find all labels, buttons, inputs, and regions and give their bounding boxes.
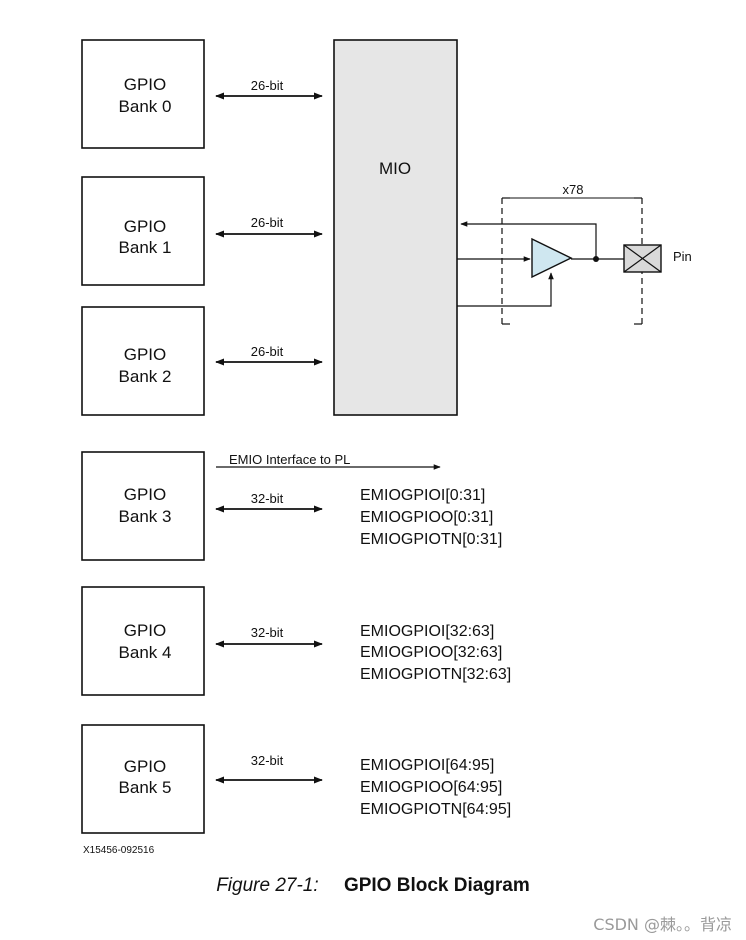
bus-width-label: 32-bit [251, 491, 284, 506]
bus-bank-1: 26-bit [215, 215, 323, 238]
bank-title: GPIO [124, 621, 167, 640]
gpio-bank-2: GPIO Bank 2 [81, 306, 205, 416]
bus-bank-2: 26-bit [215, 344, 323, 366]
bus-width-label: 32-bit [251, 753, 284, 768]
emio-signal: EMIOGPIOO[0:31] [360, 509, 493, 526]
bank-label: Bank 0 [119, 97, 172, 116]
emio-signal: EMIOGPIOO[64:95] [360, 779, 502, 796]
pin-io-cell: x78 Pin [457, 182, 692, 325]
bus-bank-3: 32-bit [215, 491, 323, 513]
watermark: CSDN @棘。。背凉 [593, 915, 732, 934]
figure-caption: Figure 27-1: GPIO Block Diagram [0, 875, 746, 897]
emio-group-1: EMIOGPIOI[32:63] EMIOGPIOO[32:63] EMIOGP… [360, 623, 511, 683]
emio-signal: EMIOGPIOO[32:63] [360, 644, 502, 661]
bank-label: Bank 1 [119, 238, 172, 257]
bank-label: Bank 2 [119, 367, 172, 386]
output-buffer [531, 237, 573, 279]
emio-signal: EMIOGPIOTN[64:95] [360, 801, 511, 818]
emio-interface-label: EMIO Interface to PL [229, 452, 350, 467]
gpio-bank-4: GPIO Bank 4 [81, 586, 205, 696]
junction-dot [593, 256, 599, 262]
bank-label: Bank 5 [119, 778, 172, 797]
emio-signal: EMIOGPIOI[64:95] [360, 757, 494, 774]
bus-bank-5: 32-bit [215, 753, 323, 784]
mio-label: MIO [379, 159, 411, 178]
gpio-bank-0: GPIO Bank 0 [81, 39, 205, 149]
emio-group-0: EMIOGPIOI[0:31] EMIOGPIOO[0:31] EMIOGPIO… [360, 487, 502, 548]
bank-label: Bank 4 [119, 643, 172, 662]
figure-title: GPIO Block Diagram [343, 875, 530, 896]
multiplier-label: x78 [563, 182, 584, 197]
bus-bank-0: 26-bit [215, 78, 323, 100]
emio-signal: EMIOGPIOTN[0:31] [360, 531, 502, 548]
emio-signal: EMIOGPIOTN[32:63] [360, 666, 511, 683]
mio-block [333, 39, 458, 416]
bus-bank-4: 32-bit [215, 625, 323, 648]
bank-title: GPIO [124, 757, 167, 776]
bank-title: GPIO [124, 345, 167, 364]
emio-group-2: EMIOGPIOI[64:95] EMIOGPIOO[64:95] EMIOGP… [360, 757, 511, 818]
pin-pad [623, 244, 662, 273]
pin-label: Pin [673, 249, 692, 264]
emio-signal: EMIOGPIOI[0:31] [360, 487, 485, 504]
bank-title: GPIO [124, 485, 167, 504]
emio-interface: EMIO Interface to PL [216, 452, 441, 470]
figure-id: X15456-092516 [83, 845, 155, 856]
gpio-bank-5: GPIO Bank 5 [81, 724, 205, 834]
gpio-bank-1: GPIO Bank 1 [81, 176, 205, 286]
bus-width-label: 26-bit [251, 215, 284, 230]
bank-title: GPIO [124, 217, 167, 236]
bank-title: GPIO [124, 75, 167, 94]
gpio-bank-3: GPIO Bank 3 [81, 451, 205, 561]
bus-width-label: 26-bit [251, 344, 284, 359]
emio-signal: EMIOGPIOI[32:63] [360, 623, 494, 640]
bank-label: Bank 3 [119, 507, 172, 526]
figure-number: Figure 27-1: [216, 875, 319, 896]
bus-width-label: 26-bit [251, 78, 284, 93]
bus-width-label: 32-bit [251, 625, 284, 640]
